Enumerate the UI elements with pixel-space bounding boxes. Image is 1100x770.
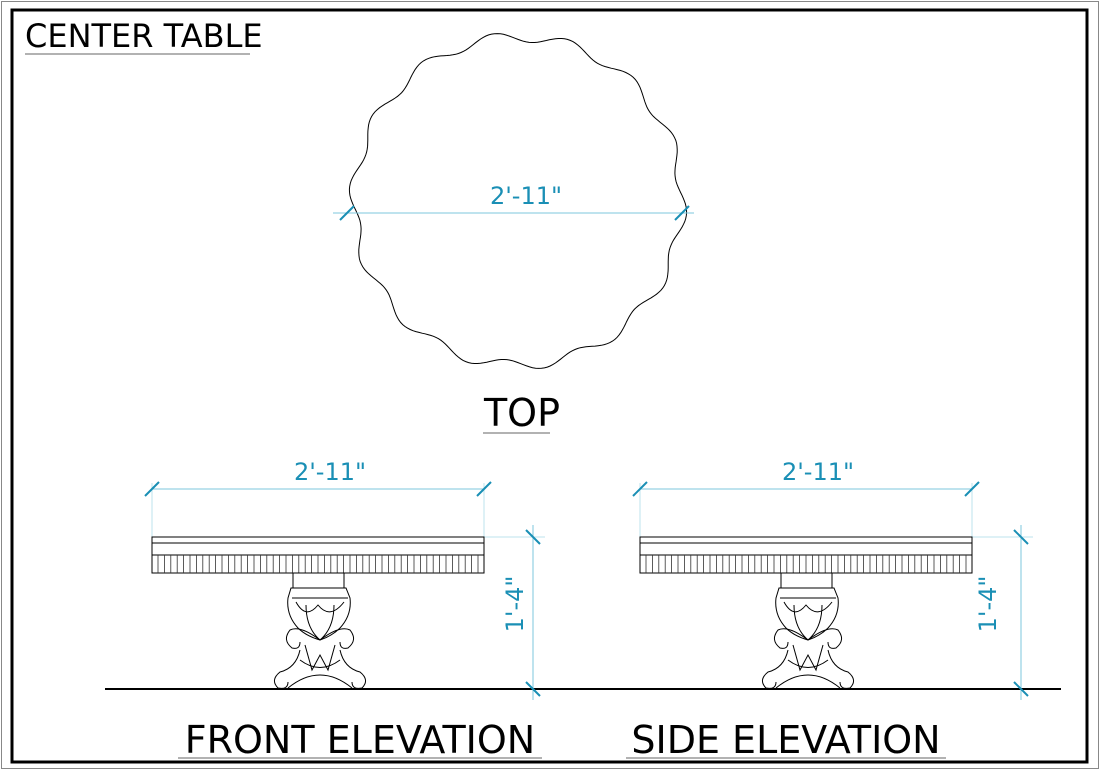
apron-fluting [157, 555, 479, 573]
pedestal-collar [292, 572, 345, 589]
carved-scroll-base [274, 628, 366, 689]
side-height-label: 1'-4" [974, 576, 1002, 633]
pedestal-collar [780, 572, 833, 589]
front-height-label: 1'-4" [501, 576, 529, 633]
front-elevation-label: FRONT ELEVATION [185, 718, 535, 762]
dimension-tick [964, 481, 980, 497]
top-view-label: TOP [483, 391, 560, 435]
front-elevation [144, 481, 545, 700]
dimension-tick [144, 481, 160, 497]
top-dimension: 2'-11" [333, 182, 694, 221]
inner-border [10, 8, 1089, 764]
side-width-label: 2'-11" [782, 458, 854, 486]
side-elevation [632, 481, 1033, 700]
pedestal-urn [287, 587, 351, 641]
apron-fluting [645, 555, 967, 573]
top-diameter-label: 2'-11" [490, 182, 562, 210]
dimension-tick [1013, 681, 1029, 697]
sheet-title: CENTER TABLE [25, 17, 263, 55]
dimension-tick [1013, 529, 1029, 545]
dimension-tick [632, 481, 648, 497]
front-width-label: 2'-11" [294, 458, 366, 486]
dimension-tick [525, 529, 541, 545]
dimension-tick [476, 481, 492, 497]
side-elevation-label: SIDE ELEVATION [631, 718, 940, 762]
dimension-tick [525, 681, 541, 697]
pedestal-urn [775, 587, 839, 641]
table-top-outline [348, 33, 688, 369]
carved-scroll-base [762, 628, 854, 689]
